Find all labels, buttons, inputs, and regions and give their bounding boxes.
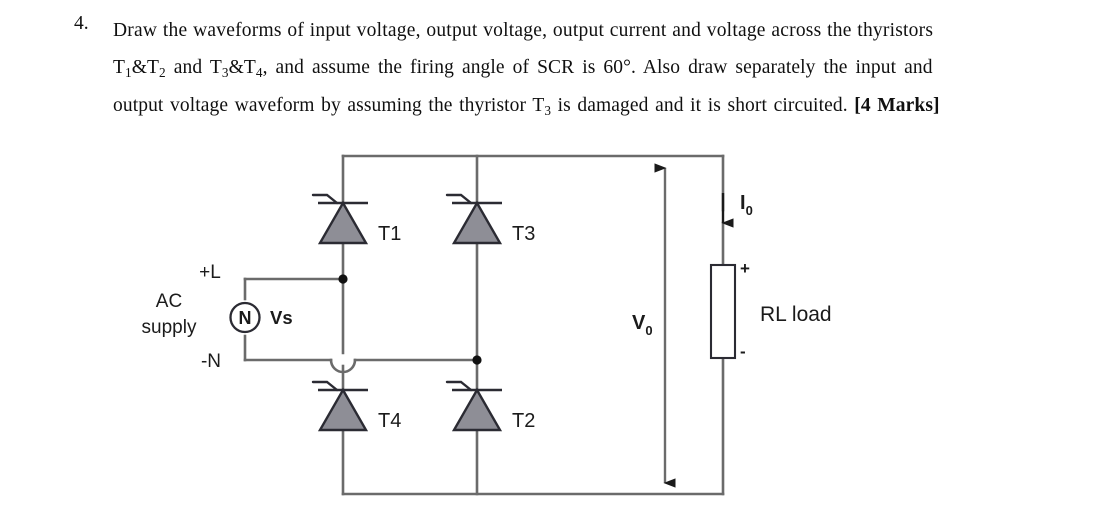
q2-seg-c: and T xyxy=(165,57,222,78)
rl-load-polarity-plus: + xyxy=(740,259,750,278)
rl-load-polarity-minus: - xyxy=(740,342,746,361)
q2-seg-a: T xyxy=(113,57,126,78)
thyristor-T3[interactable]: T3 xyxy=(445,193,535,245)
question-line-3: output voltage waveform by assuming the … xyxy=(113,87,1088,125)
q2-sub-4: 4 xyxy=(255,64,263,80)
thyristor-T3-label: T3 xyxy=(512,223,535,245)
thyristor-T4[interactable]: T4 xyxy=(311,380,401,432)
source-circle xyxy=(229,301,261,334)
question-line-2: T1&T2 and T3&T4, and assume the firing a… xyxy=(113,49,1088,87)
question-block: 4. Draw the waveforms of input voltage, … xyxy=(0,0,1106,135)
thyristor-T4-gate-lead xyxy=(311,380,339,392)
output-current-label: I0 xyxy=(740,192,753,218)
output-voltage-label: V0 xyxy=(632,312,653,338)
q2-sub-1: 1 xyxy=(125,64,132,80)
wire-neutral-hop xyxy=(329,358,357,374)
terminal-live-label: +L xyxy=(199,262,221,283)
output-voltage-label-main: V xyxy=(632,312,646,334)
marks-label: [4 Marks] xyxy=(854,95,940,116)
q2-sub-3: 3 xyxy=(221,64,229,80)
rl-load-label: RL load xyxy=(760,303,832,326)
source-symbol-glyph: N xyxy=(239,308,252,328)
question-text: Draw the waveforms of input voltage, out… xyxy=(113,12,1088,125)
thyristor-T1-label: T1 xyxy=(378,223,401,245)
thyristor-T1[interactable]: T1 xyxy=(311,193,401,245)
question-number: 4. xyxy=(74,13,89,34)
thyristor-T4-label: T4 xyxy=(378,410,401,432)
source-name-label: Vs xyxy=(270,307,293,328)
output-current-label-main: I xyxy=(740,192,746,214)
q2-sub-2: 2 xyxy=(159,64,166,80)
thyristor-T3-gate-lead xyxy=(445,193,473,205)
thyristor-T2-gate-lead xyxy=(445,380,473,392)
q2-seg-b: &T xyxy=(131,57,160,78)
thyristor-T3-triangle xyxy=(451,200,503,245)
q2-seg-e: , and assume the firing angle of SCR is … xyxy=(262,57,933,78)
thyristor-T2[interactable]: T2 xyxy=(445,380,535,432)
thyristor-T1-gate-lead xyxy=(311,193,339,205)
output-voltage-label-sub: 0 xyxy=(645,323,652,338)
junction-dot-live xyxy=(338,274,348,284)
q2-seg-d: &T xyxy=(228,57,256,78)
q3-sub-1: 3 xyxy=(544,102,552,118)
output-current-label-sub: 0 xyxy=(746,203,753,218)
question-line-1: Draw the waveforms of input voltage, out… xyxy=(113,20,934,41)
circuit-diagram: N Vs AC supply +L -N T1 T3 T4 T2 V0 xyxy=(0,135,1106,528)
ac-supply-label-line2: supply xyxy=(142,317,197,338)
junction-dot-neutral xyxy=(472,355,482,365)
thyristor-T4-triangle xyxy=(317,387,369,432)
q3-seg-a: output voltage waveform by assuming the … xyxy=(113,95,545,116)
q3-seg-b: is damaged and it is short circuited. xyxy=(551,95,855,116)
thyristor-T2-triangle xyxy=(451,387,503,432)
thyristor-T1-triangle xyxy=(317,200,369,245)
rl-load-box xyxy=(709,263,737,360)
thyristor-T2-label: T2 xyxy=(512,410,535,432)
ac-supply-label-line1: AC xyxy=(156,291,182,312)
ac-source-symbol: N xyxy=(229,301,261,334)
terminal-neutral-label: -N xyxy=(201,351,221,372)
rl-load[interactable]: + - RL load xyxy=(709,259,832,361)
